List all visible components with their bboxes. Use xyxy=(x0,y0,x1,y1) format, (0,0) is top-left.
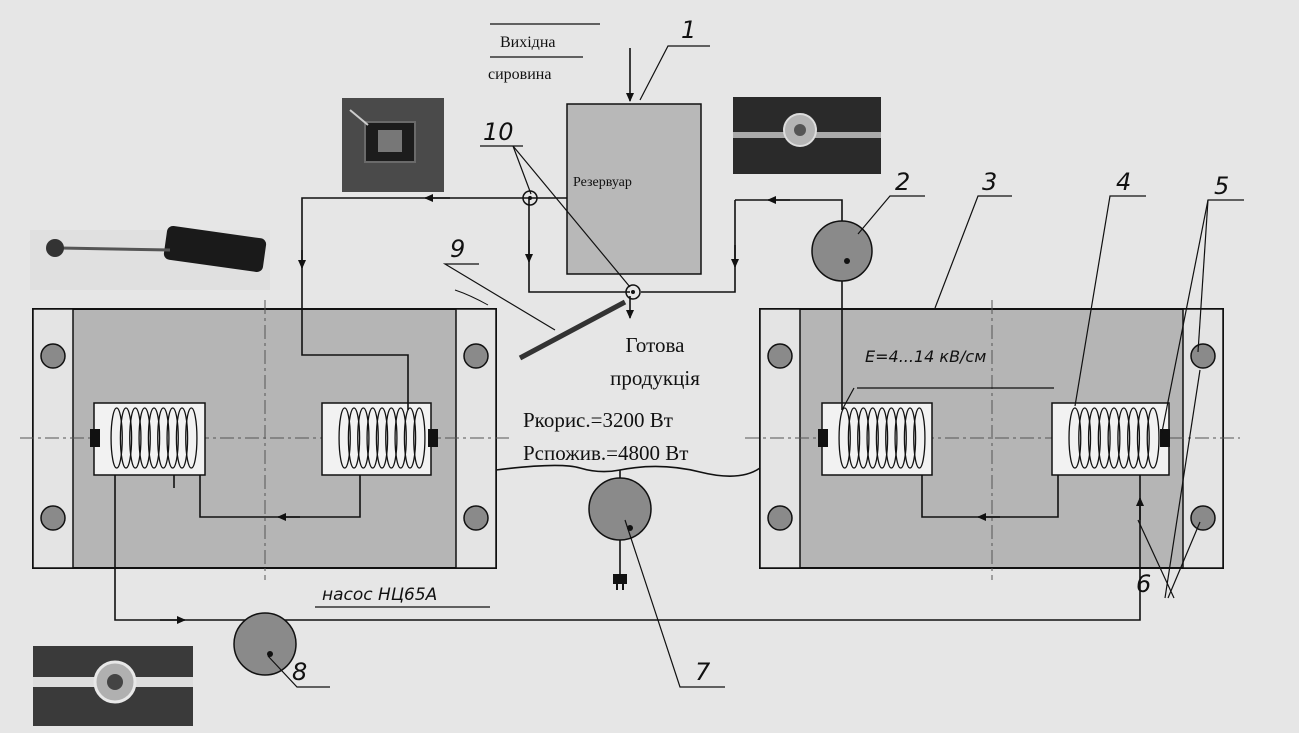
input-label-line1: Вихідна xyxy=(500,34,555,51)
bolt-icon xyxy=(768,344,792,368)
callout-10: 10 xyxy=(483,118,514,146)
callout-9: 9 xyxy=(450,235,465,263)
power-useful: Ркорис.=3200 Вт xyxy=(523,408,673,432)
bolt-icon xyxy=(1191,344,1215,368)
flowmeter-photo xyxy=(33,646,193,726)
callout-4: 4 xyxy=(1116,168,1131,196)
output-label-line2: продукція xyxy=(610,366,700,390)
bolt-icon xyxy=(41,344,65,368)
input-label-line2: сировина xyxy=(488,66,551,83)
bolt-icon xyxy=(1191,506,1215,530)
reservoir-label: Резервуар xyxy=(573,175,632,190)
callout-6: 6 xyxy=(1136,570,1151,598)
power-consumed: Рспожив.=4800 Вт xyxy=(523,441,688,465)
callout-7: 7 xyxy=(695,658,711,686)
field-strength-label: E=4...14 кВ/см xyxy=(865,347,986,366)
left-treatment-panel xyxy=(20,300,510,580)
callout-1: 1 xyxy=(681,16,696,44)
output-label-line1: Готова xyxy=(626,333,686,357)
electrode-rod xyxy=(520,302,625,358)
bolt-icon xyxy=(41,506,65,530)
bolt-icon xyxy=(464,506,488,530)
bolt-icon xyxy=(464,344,488,368)
pump-nc65a-icon xyxy=(234,613,296,675)
callout-3: 3 xyxy=(982,168,997,196)
power-unit-icon xyxy=(589,478,651,540)
bolt-icon xyxy=(768,506,792,530)
callout-2: 2 xyxy=(895,168,910,196)
pump-label: насос НЦ65А xyxy=(322,585,437,605)
plug-icon xyxy=(613,574,627,590)
probe-photo xyxy=(30,225,270,290)
transformer-photo xyxy=(342,98,444,192)
right-treatment-panel xyxy=(745,300,1240,580)
callout-8: 8 xyxy=(292,658,307,686)
circulation-pump-icon xyxy=(812,221,872,281)
callout-5: 5 xyxy=(1214,172,1229,200)
meter-photo xyxy=(733,97,881,174)
